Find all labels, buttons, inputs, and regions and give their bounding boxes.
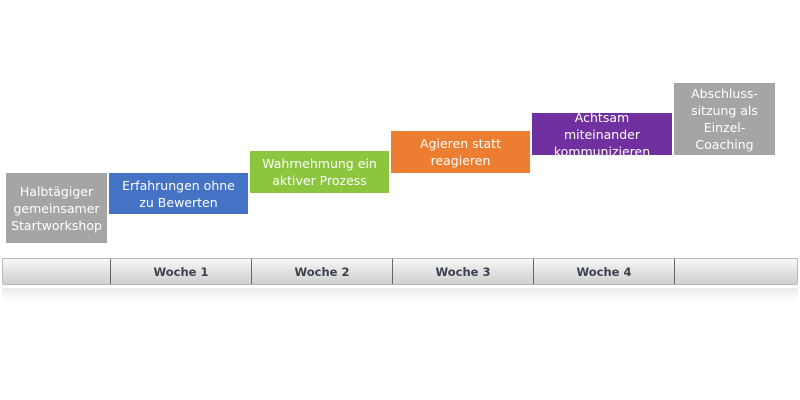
timeline-end	[674, 259, 797, 284]
step-erfahrungen: Erfahrungen ohne zu Bewerten	[109, 173, 248, 214]
timeline-reflection	[2, 288, 798, 302]
timeline-week-1: Woche 1	[110, 259, 251, 284]
timeline-week-3: Woche 3	[392, 259, 533, 284]
step-agieren: Agieren statt reagieren	[391, 131, 530, 173]
timeline-bar: Woche 1 Woche 2 Woche 3 Woche 4	[2, 258, 798, 285]
step-abschluss: Abschluss-sitzung als Einzel-Coaching	[674, 83, 775, 155]
step-kommunizieren: Achtsam miteinander kommunizieren	[532, 110, 672, 159]
timeline-week-2: Woche 2	[251, 259, 392, 284]
step-startworkshop: Halbtägiger gemeinsamer Startworkshop	[6, 173, 107, 243]
timeline-week-4: Woche 4	[533, 259, 674, 284]
timeline-start	[3, 259, 110, 284]
step-wahrnehmung: Wahrnehmung ein aktiver Prozess	[250, 151, 389, 193]
